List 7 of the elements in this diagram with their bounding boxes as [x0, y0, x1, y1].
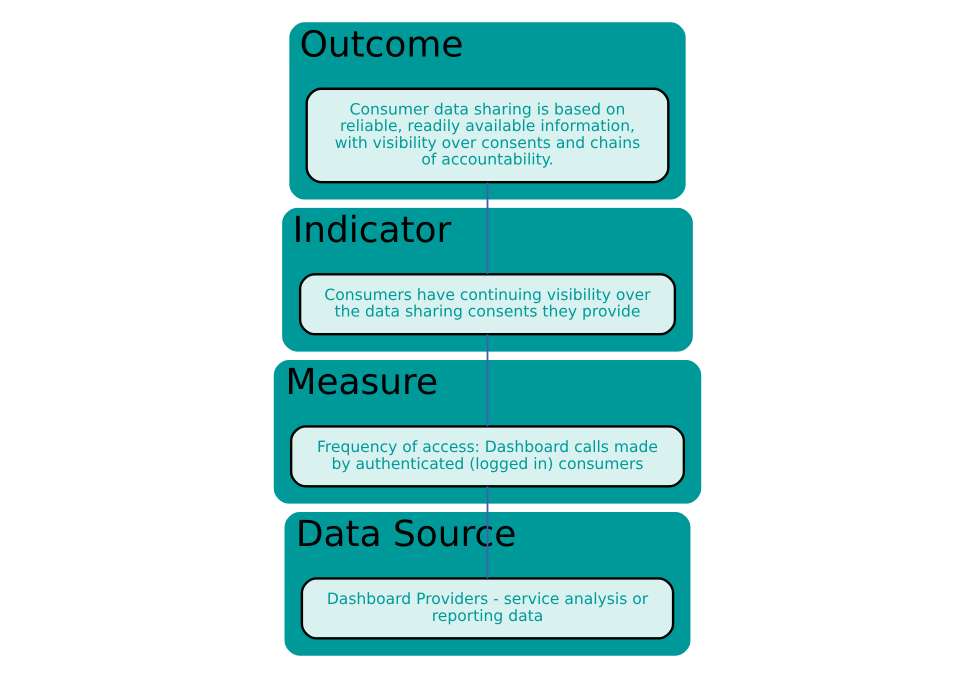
node-box: Dashboard Providers - service analysis or reporting data — [300, 577, 674, 640]
connector — [486, 182, 488, 274]
node-box: Frequency of access: Dashboard calls made by authenticated (logged in) consumers — [289, 425, 685, 488]
connector — [486, 334, 488, 426]
connector — [486, 486, 488, 578]
node-box: Consumer data sharing is based on reliable, readily available information, with visibility over consents and chains of accountability. — [305, 88, 669, 184]
node-box: Consumers have continuing visibility over the data sharing consents they provide — [298, 273, 676, 336]
